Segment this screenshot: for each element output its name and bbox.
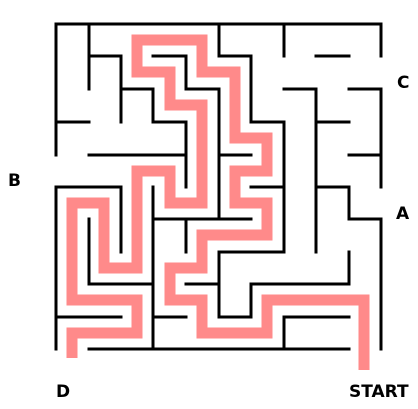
- exit-label-d: D: [56, 382, 71, 402]
- exit-label-c: C: [397, 73, 410, 93]
- maze-walls: [54, 22, 383, 351]
- solution-path: [66, 34, 370, 370]
- inner-walls: [54, 22, 383, 351]
- exit-label-a: A: [396, 204, 410, 224]
- start-label: START: [349, 382, 409, 402]
- exit-label-b: B: [8, 171, 21, 191]
